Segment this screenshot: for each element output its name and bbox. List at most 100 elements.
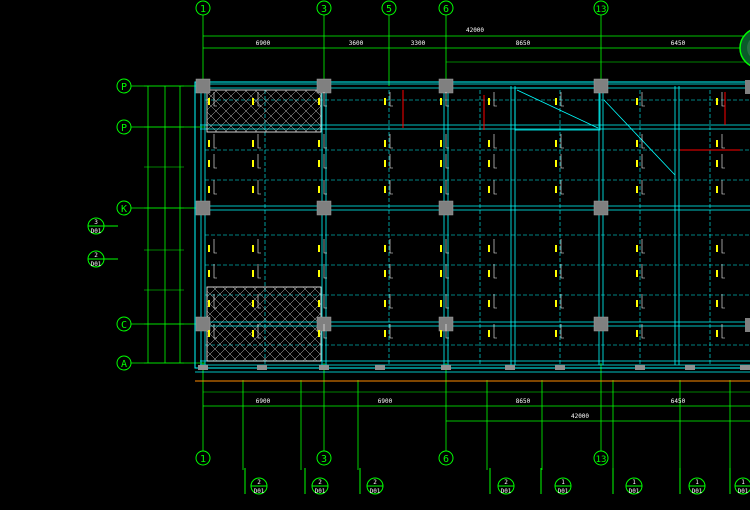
grid-bubble-top-13[interactable]: 13 <box>593 0 609 16</box>
rebar-bracket <box>493 324 497 339</box>
rebar-mark <box>636 330 638 337</box>
rebar-mark <box>555 300 557 307</box>
hatch-stroke <box>302 342 322 362</box>
rebar-bracket <box>721 154 725 169</box>
column <box>195 78 211 94</box>
rebar-mark <box>208 186 210 193</box>
hatch-stroke <box>206 286 248 328</box>
rebar-mark <box>716 330 718 337</box>
detail-number: 1 <box>561 479 565 486</box>
rebar-bracket <box>257 264 261 279</box>
hatch-stroke <box>206 91 248 133</box>
rebar-bracket <box>721 324 725 339</box>
detail-ref-bottom-8[interactable]: 1 D01 <box>729 468 750 495</box>
rebar-bracket <box>493 264 497 279</box>
grid-bubble-left-k[interactable]: K <box>116 200 132 216</box>
dim-top-1: 6900 <box>256 40 271 47</box>
hatch-stroke <box>292 286 322 316</box>
rebar-bracket <box>493 92 497 107</box>
grid-label: 6 <box>443 4 449 15</box>
hatch-stroke <box>312 352 322 362</box>
detail-ref-bottom-5[interactable]: 1 D01 <box>540 468 572 495</box>
hatched-slab-areas <box>206 89 322 362</box>
rebar-mark <box>488 98 490 105</box>
rebar-bracket <box>323 264 327 279</box>
grid-bubble-left-c[interactable]: C <box>116 316 132 332</box>
column <box>745 318 750 332</box>
detail-ref-bottom-1[interactable]: 2 D01 <box>244 468 268 495</box>
rebar-mark <box>208 160 210 167</box>
rebar-mark <box>208 140 210 147</box>
rebar-mark <box>208 270 210 277</box>
grid-bubble-top-6[interactable]: 6 <box>438 0 454 16</box>
grid-bubble-bottom-6[interactable]: 6 <box>438 450 454 466</box>
rebar-mark <box>716 186 718 193</box>
rebar-bracket <box>721 134 725 149</box>
rebar-bracket <box>560 239 564 254</box>
grid-label: 3 <box>321 4 327 15</box>
rebar-mark <box>318 330 320 337</box>
rebar-bracket <box>257 134 261 149</box>
rebar-mark <box>555 330 557 337</box>
hatch-stroke <box>254 89 298 133</box>
detail-ref-left-1[interactable]: 3 D01 <box>87 217 118 235</box>
grid-label: 6 <box>443 454 449 465</box>
detail-number: 2 <box>94 252 98 259</box>
rebar-mark <box>555 186 557 193</box>
grid-bubble-bottom-1[interactable]: 1 <box>195 450 211 466</box>
rebar-mark <box>440 300 442 307</box>
rebar-bracket <box>389 264 393 279</box>
rebar-mark <box>636 140 638 147</box>
rebar-bracket <box>257 180 261 195</box>
detail-sheet: D01 <box>629 488 640 495</box>
detail-ref-bottom-2[interactable]: 2 D01 <box>304 468 329 495</box>
rebar-bracket <box>389 180 393 195</box>
hatch-stroke <box>272 286 322 336</box>
hatch-stroke <box>292 332 322 362</box>
grid-label: 5 <box>386 4 392 15</box>
rebar-bracket <box>257 294 261 309</box>
column <box>438 200 454 216</box>
rebar-bracket <box>213 294 217 309</box>
rebar-mark <box>636 300 638 307</box>
rebar-bracket <box>493 134 497 149</box>
rebar-bracket <box>493 154 497 169</box>
edge-post <box>375 365 385 370</box>
detail-ref-left-2[interactable]: 2 D01 <box>87 250 118 268</box>
rebar-mark <box>384 270 386 277</box>
rebar-mark <box>252 186 254 193</box>
grid-bubble-top-3[interactable]: 3 <box>316 0 332 16</box>
edge-post <box>685 365 695 370</box>
rebar-bracket <box>323 324 327 339</box>
rebar-mark <box>555 270 557 277</box>
rebar-bracket <box>213 239 217 254</box>
edge-post <box>505 365 515 370</box>
grid-bubble-top-1[interactable]: 1 <box>195 0 211 16</box>
detail-ref-bottom-7[interactable]: 1 D01 <box>679 468 706 495</box>
hatch-stroke <box>206 101 238 133</box>
edge-post <box>198 365 208 370</box>
grid-bubble-left-p2[interactable]: P <box>116 119 132 135</box>
detail-ref-bottom-3[interactable]: 2 D01 <box>359 468 384 495</box>
grid-bubble-bottom-3[interactable]: 3 <box>316 450 332 466</box>
rebar-mark <box>440 245 442 252</box>
hatch-stroke <box>212 286 288 362</box>
rebar-mark <box>440 98 442 105</box>
grid-bubble-bottom-13[interactable]: 13 <box>593 450 609 466</box>
hatch-stroke <box>206 350 218 362</box>
dim-top-3: 3300 <box>411 40 426 47</box>
rebar-mark <box>318 186 320 193</box>
grid-bubble-left-a[interactable]: A <box>116 355 132 371</box>
detail-ref-bottom-6[interactable]: 1 D01 <box>612 468 643 495</box>
rebar-bracket <box>560 264 564 279</box>
grid-bubble-left-p1[interactable]: P <box>116 78 132 94</box>
rebar-mark <box>208 330 210 337</box>
hatch-stroke <box>274 89 318 133</box>
hatch-stroke <box>224 89 268 133</box>
rebar-mark <box>318 300 320 307</box>
detail-ref-bottom-4[interactable]: 2 D01 <box>489 468 515 495</box>
hatch-stroke <box>294 89 322 117</box>
grid-bubble-top-5[interactable]: 5 <box>381 0 397 16</box>
rebar-mark <box>488 330 490 337</box>
